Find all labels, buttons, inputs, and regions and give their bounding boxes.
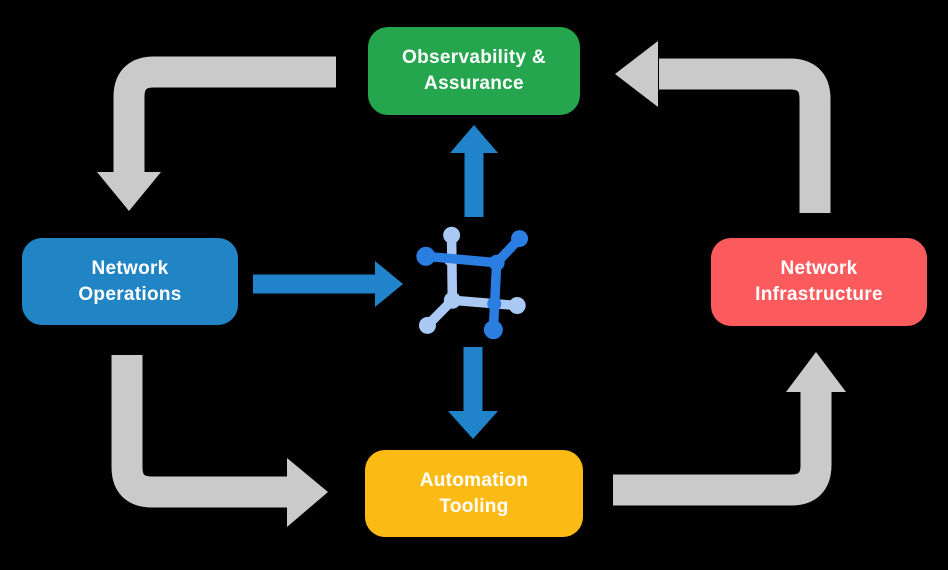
arrow-center-to-automation [448, 347, 498, 439]
node-automation-tooling: Automation Tooling [365, 450, 583, 537]
node-network-infrastructure: Network Infrastructure [711, 238, 927, 326]
arrow-infrastructure-to-observability [615, 41, 831, 213]
arrow-operations-to-center [253, 261, 403, 307]
network-mesh-icon [416, 226, 529, 340]
node-label: Network Operations [78, 257, 182, 305]
node-network-operations: Network Operations [22, 238, 238, 325]
node-label: Automation Tooling [419, 469, 529, 517]
node-label: Network Infrastructure [755, 258, 883, 305]
node-label: Observability & Assurance [402, 47, 546, 94]
node-observability-assurance: Observability & Assurance [368, 27, 580, 115]
arrow-center-to-observability [450, 125, 498, 217]
arrow-observability-to-operations [97, 56, 336, 211]
arrow-automation-to-infrastructure [613, 352, 846, 506]
arrow-operations-to-automation [111, 355, 328, 527]
